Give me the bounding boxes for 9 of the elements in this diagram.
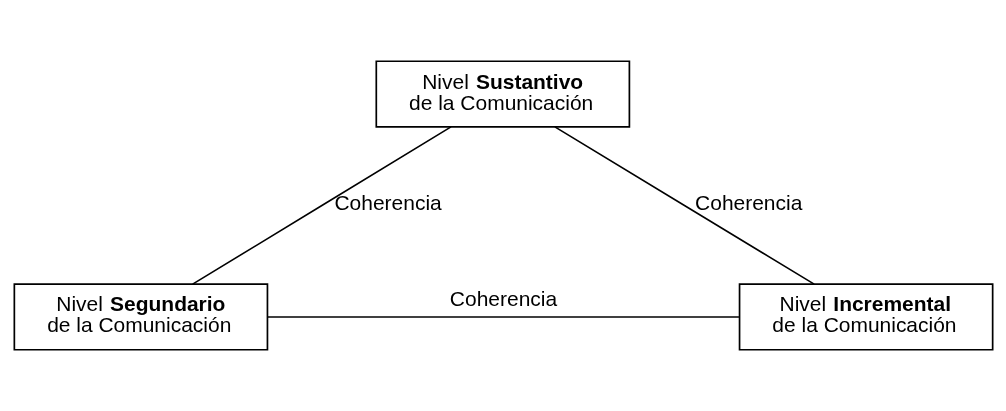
connector [266, 316, 740, 318]
connector [191, 126, 452, 285]
connector [553, 126, 815, 285]
edge-label: Coherencia [333, 191, 442, 215]
node-box: Nivel Segundario de la Comunicación [13, 283, 268, 351]
node-box: Nivel Incremental de la Comunicación [738, 283, 993, 351]
edge-label: Coherencia [694, 191, 802, 215]
node-box: Nivel Sustantivo de la Comunicación [374, 60, 630, 128]
edge-label: Coherencia [449, 287, 557, 311]
